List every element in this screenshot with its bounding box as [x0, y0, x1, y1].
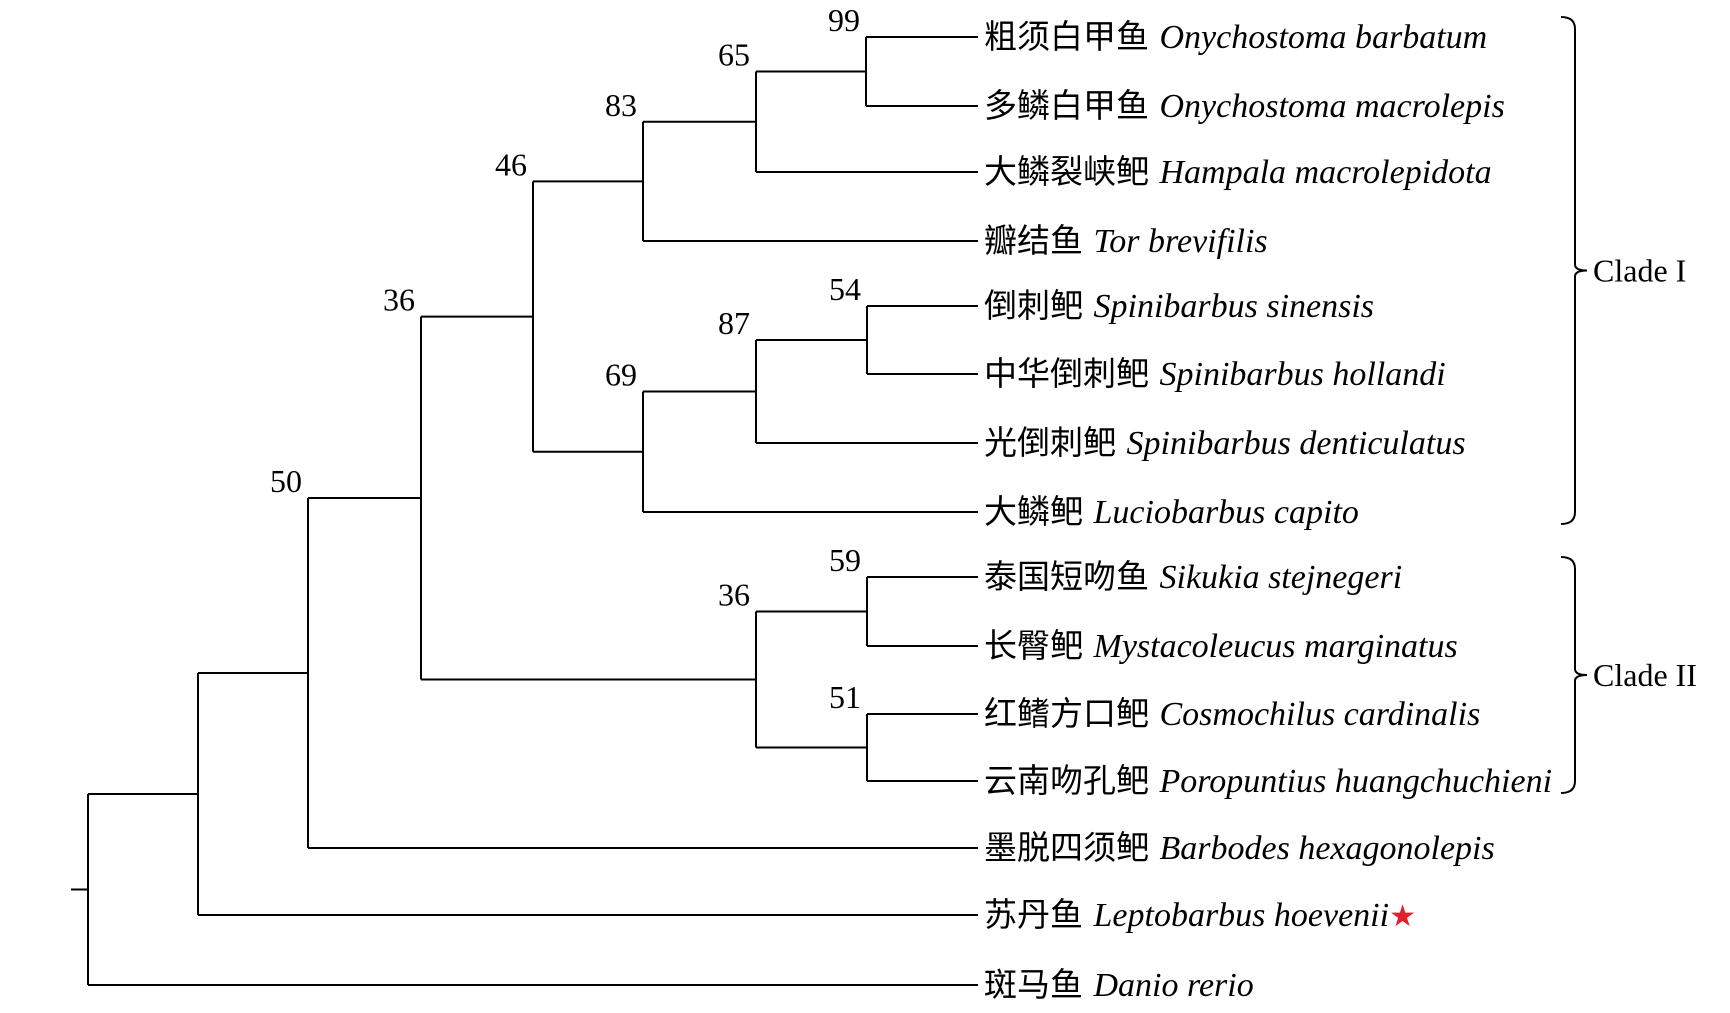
tip-label-t11: 红鳍方口鲃 Cosmochilus cardinalis	[984, 694, 1480, 733]
support-value-n69: 69	[605, 357, 637, 393]
tip-name-sci: Spinibarbus hollandi	[1160, 356, 1446, 393]
tip-name-sci: Spinibarbus denticulatus	[1127, 425, 1466, 462]
support-value-n36b: 36	[718, 577, 750, 613]
tip-name-zh: 瓣结鱼	[984, 221, 1094, 260]
tip-name-sci: Tor brevifilis	[1094, 223, 1268, 260]
tip-name-sci: Luciobarbus capito	[1093, 494, 1359, 531]
tip-label-t3: 大鳞裂峡鲃 Hampala macrolepidota	[984, 152, 1492, 191]
tip-label-t8: 大鳞鲃 Luciobarbus capito	[984, 492, 1359, 531]
tip-label-t15: 斑马鱼 Danio rerio	[984, 965, 1254, 1004]
support-value-n51: 51	[829, 679, 861, 715]
tip-label-t5: 倒刺鲃 Spinibarbus sinensis	[984, 286, 1374, 325]
tip-name-zh: 长臀鲃	[984, 626, 1094, 665]
tip-label-t10: 长臀鲃 Mystacoleucus marginatus	[984, 626, 1458, 665]
support-value-n83: 83	[605, 87, 637, 123]
tip-name-sci: Poropuntius huangchuchieni	[1159, 763, 1553, 800]
tip-name-sci: Onychostoma barbatum	[1160, 19, 1488, 56]
tip-name-zh: 红鳍方口鲃	[984, 694, 1160, 733]
tip-name-zh: 多鳞白甲鱼	[984, 86, 1160, 125]
support-value-n46: 46	[495, 146, 527, 182]
tip-name-sci: Spinibarbus sinensis	[1094, 288, 1375, 325]
tip-name-zh: 云南吻孔鲃	[984, 761, 1160, 800]
tip-name-zh: 泰国短吻鱼	[984, 557, 1160, 596]
tip-name-sci: Cosmochilus cardinalis	[1160, 696, 1481, 733]
tip-name-sci: Mystacoleucus marginatus	[1093, 628, 1458, 665]
clade-label-clade1: Clade I	[1593, 253, 1686, 289]
tip-name-sci: Barbodes hexagonolepis	[1160, 830, 1495, 867]
support-value-n50: 50	[270, 463, 302, 499]
tip-label-t1: 粗须白甲鱼 Onychostoma barbatum	[984, 17, 1487, 56]
tip-name-zh: 倒刺鲃	[984, 286, 1094, 325]
star-icon: ★	[1389, 899, 1416, 934]
tip-label-t6: 中华倒刺鲃 Spinibarbus hollandi	[984, 354, 1446, 393]
tip-label-t7: 光倒刺鲃 Spinibarbus denticulatus	[984, 423, 1466, 462]
support-value-n99: 99	[828, 2, 860, 38]
tip-label-t12: 云南吻孔鲃 Poropuntius huangchuchieni	[984, 761, 1552, 800]
tip-name-zh: 大鳞裂峡鲃	[984, 152, 1160, 191]
clade-brackets: Clade I Clade II	[1560, 16, 1697, 794]
support-value-n59: 59	[829, 542, 861, 578]
tip-name-sci: Sikukia stejnegeri	[1160, 559, 1403, 596]
tip-label-t13: 墨脱四须鲃 Barbodes hexagonolepis	[984, 828, 1495, 867]
tip-name-zh: 苏丹鱼	[984, 895, 1094, 934]
tree-branches	[71, 36, 978, 986]
bracket-clade1	[1560, 16, 1588, 525]
tip-name-zh: 光倒刺鲃	[984, 423, 1127, 462]
tip-label-t9: 泰国短吻鱼 Sikukia stejnegeri	[984, 557, 1402, 596]
tip-name-sci: Leptobarbus hoevenii	[1093, 897, 1390, 934]
tip-name-sci: Danio rerio	[1093, 967, 1254, 1004]
tip-name-zh: 斑马鱼	[984, 965, 1094, 1004]
support-value-n65: 65	[718, 37, 750, 73]
tip-name-sci: Hampala macrolepidota	[1159, 154, 1492, 191]
tip-label-t14: 苏丹鱼 Leptobarbus hoevenii★	[984, 895, 1416, 934]
support-value-n87: 87	[718, 305, 750, 341]
bracket-clade2	[1560, 556, 1588, 794]
tip-name-zh: 大鳞鲃	[984, 492, 1094, 531]
clade-label-clade2: Clade II	[1593, 657, 1697, 693]
support-values: 99 65 83 54 87 69 46 59 51 36 36 50	[270, 2, 861, 715]
tip-name-zh: 中华倒刺鲃	[984, 354, 1160, 393]
tip-name-zh: 粗须白甲鱼	[984, 17, 1160, 56]
tip-label-t2: 多鳞白甲鱼 Onychostoma macrolepis	[984, 86, 1505, 125]
tip-name-zh: 墨脱四须鲃	[984, 828, 1160, 867]
support-value-n36a: 36	[383, 282, 415, 318]
tip-name-sci: Onychostoma macrolepis	[1160, 88, 1505, 125]
tip-label-t4: 瓣结鱼 Tor brevifilis	[984, 221, 1268, 260]
support-value-n54: 54	[829, 271, 861, 307]
